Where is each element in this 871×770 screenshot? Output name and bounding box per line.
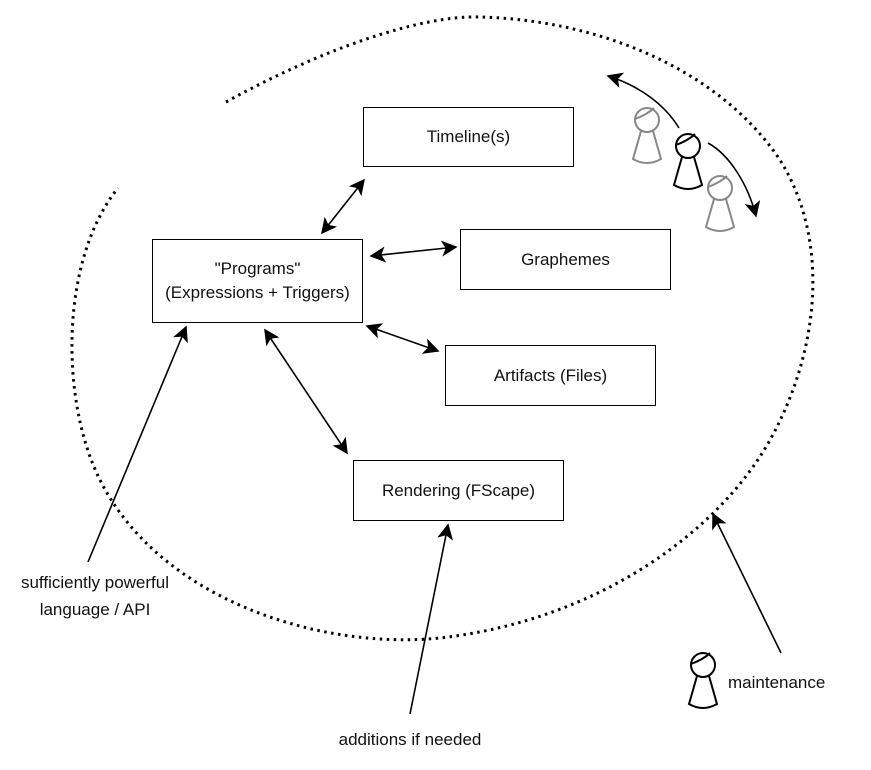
arrow-maintenance-to-boundary xyxy=(712,512,782,654)
node-graphemes: Graphemes xyxy=(460,229,671,290)
node-artifacts-label: Artifacts (Files) xyxy=(493,365,608,385)
annotation-maintenance: maintenance xyxy=(728,673,826,692)
node-programs-line1: "Programs" xyxy=(214,259,301,278)
annotation-additions: additions if needed xyxy=(338,730,482,749)
edge-programs-graphemes xyxy=(369,240,458,263)
arrow-additions-to-rendering xyxy=(409,523,454,715)
figure-gray-upper-icon xyxy=(631,107,663,164)
node-rendering: Rendering (FScape) xyxy=(353,460,564,521)
curved-arrow-down xyxy=(707,142,761,218)
figure-maintenance-icon xyxy=(687,652,719,709)
node-timelines: Timeline(s) xyxy=(363,107,574,167)
annotation-language: sufficiently powerful language / API xyxy=(0,569,190,623)
edge-programs-artifacts xyxy=(365,323,440,354)
annotation-language-line1: sufficiently powerful xyxy=(20,573,170,592)
node-rendering-label: Rendering (FScape) xyxy=(381,480,536,500)
figure-gray-lower-icon xyxy=(704,175,736,232)
boundary-ellipse xyxy=(70,15,815,642)
curved-arrow-up xyxy=(606,72,680,129)
figure-black-center-icon xyxy=(672,133,704,190)
node-programs-line2: (Expressions + Triggers) xyxy=(165,283,350,302)
edge-programs-timelines xyxy=(321,178,365,235)
arrow-language-to-programs xyxy=(87,325,188,563)
annotation-language-line2: language / API xyxy=(39,600,151,619)
node-timelines-label: Timeline(s) xyxy=(426,127,511,146)
node-programs: "Programs" (Expressions + Triggers) xyxy=(152,239,363,323)
node-artifacts: Artifacts (Files) xyxy=(445,345,656,406)
node-graphemes-label: Graphemes xyxy=(521,249,610,269)
edge-programs-rendering xyxy=(264,328,348,455)
